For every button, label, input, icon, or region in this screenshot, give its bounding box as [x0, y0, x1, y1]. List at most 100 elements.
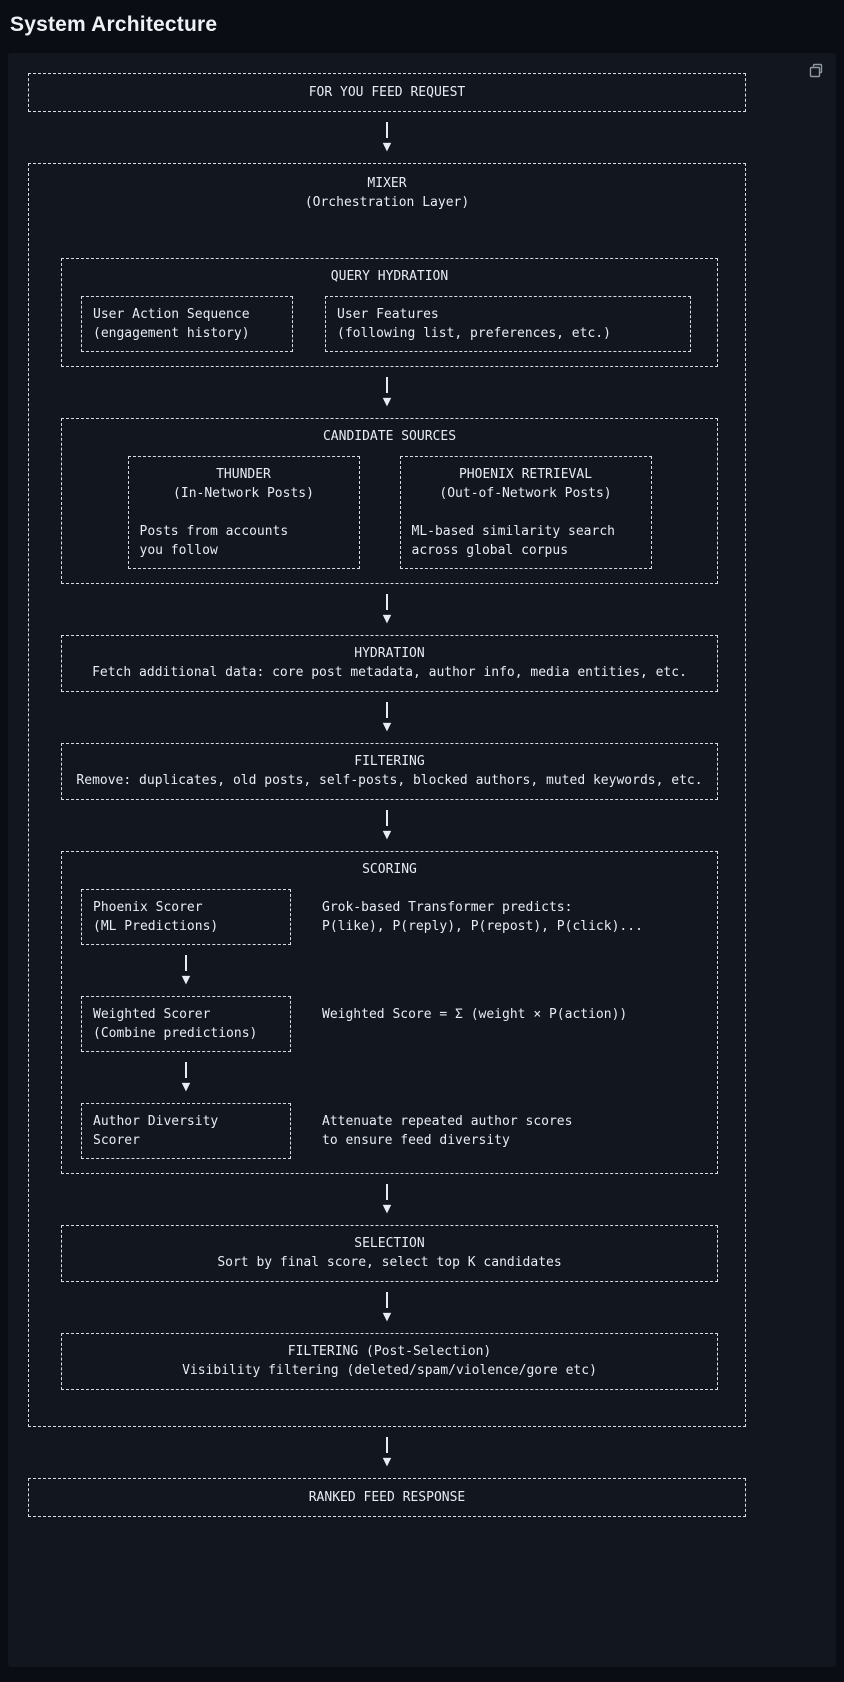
flow-connector: ▼: [176, 955, 196, 986]
scoring-note: Attenuate repeated author scores to ensu…: [322, 1103, 572, 1159]
filtering-box: FILTERING Remove: duplicates, old posts,…: [61, 743, 718, 800]
down-arrow-icon: ▼: [181, 973, 191, 986]
candidate-sources-row: THUNDER (In-Network Posts) Posts from ac…: [72, 456, 707, 569]
selection-box: SELECTION Sort by final score, select to…: [61, 1225, 718, 1282]
box-line: [412, 503, 640, 522]
phoenix-scorer-box: Phoenix Scorer (ML Predictions): [81, 889, 291, 945]
hydration-body: Fetch additional data: core post metadat…: [92, 665, 687, 680]
box-line: Scorer: [93, 1133, 140, 1148]
post-selection-filtering-box: FILTERING (Post-Selection) Visibility fi…: [61, 1333, 718, 1390]
flow-connector: ▼: [377, 594, 397, 625]
selection-title: SELECTION: [354, 1236, 425, 1251]
scoring-connector-wrap: ▼: [81, 1052, 291, 1103]
box-line: Author Diversity: [93, 1114, 219, 1129]
architecture-diagram: FOR YOU FEED REQUEST ▼ MIXER (Orchestrat…: [28, 73, 746, 1517]
scoring-step-row: Author Diversity Scorer Attenuate repeat…: [72, 1103, 707, 1159]
scoring-note: Weighted Score = Σ (weight × P(action)): [322, 996, 627, 1052]
box-line: (ML Predictions): [93, 919, 219, 934]
thunder-box: THUNDER (In-Network Posts) Posts from ac…: [127, 456, 360, 569]
box-line: (following list, preferences, etc.): [337, 326, 611, 341]
connector-line: [386, 377, 388, 393]
box-line: [140, 503, 348, 522]
selection-body: Sort by final score, select top K candid…: [217, 1255, 562, 1270]
down-arrow-icon: ▼: [382, 1455, 392, 1468]
down-arrow-icon: ▼: [382, 612, 392, 625]
scoring-box: SCORING Phoenix Scorer (ML Predictions) …: [61, 851, 718, 1174]
mixer-subtitle: (Orchestration Layer): [304, 195, 470, 210]
scoring-step-row: Phoenix Scorer (ML Predictions) Grok-bas…: [72, 889, 707, 945]
note-line: Weighted Score = Σ (weight × P(action)): [322, 1007, 628, 1022]
box-line: (Out-of-Network Posts): [439, 486, 612, 501]
box-line: Phoenix Scorer: [93, 900, 203, 915]
hydration-box: HYDRATION Fetch additional data: core po…: [61, 635, 718, 692]
box-line: ML-based similarity search: [411, 524, 616, 539]
box-line: PHOENIX RETRIEVAL: [458, 467, 593, 482]
user-features-box: User Features (following list, preferenc…: [325, 296, 691, 352]
connector-line: [386, 594, 388, 610]
box-line: THUNDER: [216, 467, 271, 482]
mixer-box: MIXER (Orchestration Layer) QUERY HYDRAT…: [28, 163, 746, 1427]
connector-line: [185, 1062, 187, 1078]
candidate-sources-box: CANDIDATE SOURCES THUNDER (In-Network Po…: [61, 418, 718, 584]
flow-connector: ▼: [377, 810, 397, 841]
feed-request-box: FOR YOU FEED REQUEST: [28, 73, 746, 112]
scoring-note: Grok-based Transformer predicts: P(like)…: [322, 889, 643, 945]
filtering-body: Remove: duplicates, old posts, self-post…: [76, 773, 703, 788]
query-hydration-row: User Action Sequence (engagement history…: [72, 296, 707, 352]
feed-request-title: FOR YOU FEED REQUEST: [308, 85, 466, 100]
scoring-connector-wrap: ▼: [81, 945, 291, 996]
flow-connector: ▼: [377, 377, 397, 408]
flow-connector: ▼: [377, 702, 397, 733]
note-line: Grok-based Transformer predicts:: [322, 900, 573, 915]
flow-connector: ▼: [377, 122, 397, 153]
scoring-step-row: Weighted Scorer (Combine predictions) We…: [72, 996, 707, 1052]
diagram-panel: FOR YOU FEED REQUEST ▼ MIXER (Orchestrat…: [8, 53, 836, 1667]
box-line: Weighted Scorer: [93, 1007, 211, 1022]
connector-line: [185, 955, 187, 971]
connector-line: [386, 122, 388, 138]
scoring-title: SCORING: [362, 862, 417, 877]
box-line: User Features: [337, 307, 439, 322]
box-line: Posts from accounts: [139, 524, 289, 539]
box-line: you follow: [139, 543, 218, 558]
ranked-feed-response-box: RANKED FEED RESPONSE: [28, 1478, 746, 1517]
connector-line: [386, 1292, 388, 1308]
filtering-title: FILTERING: [354, 754, 425, 769]
down-arrow-icon: ▼: [382, 1310, 392, 1323]
copy-icon: [809, 63, 823, 78]
flow-connector: ▼: [176, 1062, 196, 1093]
weighted-scorer-box: Weighted Scorer (Combine predictions): [81, 996, 291, 1052]
connector-line: [386, 1184, 388, 1200]
box-line: (engagement history): [93, 326, 250, 341]
down-arrow-icon: ▼: [382, 720, 392, 733]
box-line: (In-Network Posts): [173, 486, 314, 501]
mixer-title: MIXER: [367, 176, 407, 191]
connector-line: [386, 1437, 388, 1453]
flow-connector: ▼: [377, 1437, 397, 1468]
copy-button[interactable]: [805, 60, 827, 82]
flow-connector: ▼: [377, 1184, 397, 1215]
query-hydration-title: QUERY HYDRATION: [330, 269, 449, 284]
post-selection-filtering-body: Visibility filtering (deleted/spam/viole…: [182, 1363, 597, 1378]
query-hydration-box: QUERY HYDRATION User Action Sequence (en…: [61, 258, 718, 367]
connector-line: [386, 702, 388, 718]
down-arrow-icon: ▼: [382, 395, 392, 408]
box-line: (Combine predictions): [93, 1026, 258, 1041]
down-arrow-icon: ▼: [382, 140, 392, 153]
connector-line: [386, 810, 388, 826]
box-line: across global corpus: [411, 543, 569, 558]
down-arrow-icon: ▼: [382, 1202, 392, 1215]
note-line: P(like), P(reply), P(repost), P(click)..…: [322, 919, 643, 934]
ranked-feed-response-title: RANKED FEED RESPONSE: [308, 1490, 466, 1505]
down-arrow-icon: ▼: [382, 828, 392, 841]
note-line: to ensure feed diversity: [322, 1133, 510, 1148]
user-action-sequence-box: User Action Sequence (engagement history…: [81, 296, 293, 352]
author-diversity-scorer-box: Author Diversity Scorer: [81, 1103, 291, 1159]
box-line: User Action Sequence: [93, 307, 250, 322]
note-line: Attenuate repeated author scores: [322, 1114, 573, 1129]
post-selection-filtering-title: FILTERING (Post-Selection): [287, 1344, 492, 1359]
flow-connector: ▼: [377, 1292, 397, 1323]
page-title: System Architecture: [10, 13, 218, 36]
hydration-title: HYDRATION: [354, 646, 425, 661]
page-header: System Architecture: [0, 0, 844, 49]
